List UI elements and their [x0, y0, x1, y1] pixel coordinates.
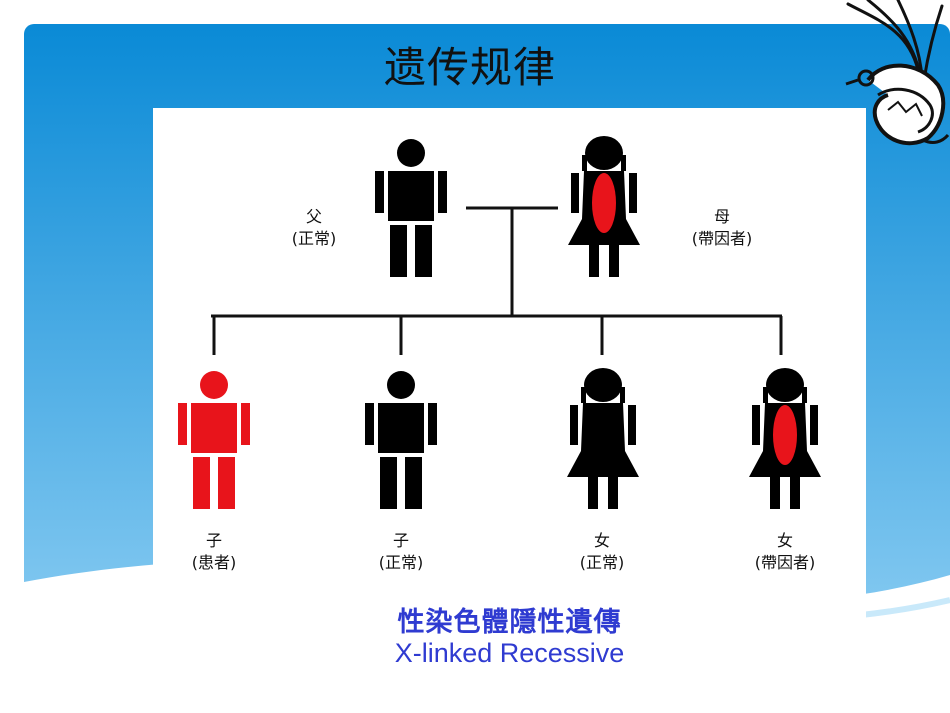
phoenix-ornament-icon	[845, 0, 950, 146]
child-3-status-label: (正常)	[580, 553, 625, 572]
child-2-role-label: 子	[393, 531, 409, 550]
child-3-role-label: 女	[594, 531, 610, 550]
mother-role-label: 母	[714, 207, 730, 226]
father-status-label: (正常)	[292, 229, 337, 248]
slide-title: 遗传规律	[383, 43, 556, 92]
child-4-status-label: (帶因者)	[755, 553, 816, 572]
child-1-figure	[178, 371, 250, 509]
caption-chinese: 性染色體隱性遺傳	[397, 607, 622, 638]
child-2-status-label: (正常)	[379, 553, 424, 572]
caption-english: X-linked Recessive	[394, 638, 625, 668]
father-role-label: 父	[306, 207, 322, 226]
carrier-marker	[592, 173, 616, 233]
mother-figure	[568, 136, 640, 277]
child-2-figure	[365, 371, 437, 509]
child-4-figure	[749, 368, 821, 509]
pedigree-panel	[153, 108, 866, 635]
child-1-status-label: (患者)	[192, 553, 237, 572]
carrier-marker	[773, 405, 797, 465]
child-4-role-label: 女	[777, 531, 793, 550]
father-figure	[375, 139, 447, 277]
pedigree-lines	[211, 206, 783, 355]
mother-status-label: (帶因者)	[692, 229, 753, 248]
child-1-role-label: 子	[206, 531, 222, 550]
child-3-figure	[567, 368, 639, 509]
